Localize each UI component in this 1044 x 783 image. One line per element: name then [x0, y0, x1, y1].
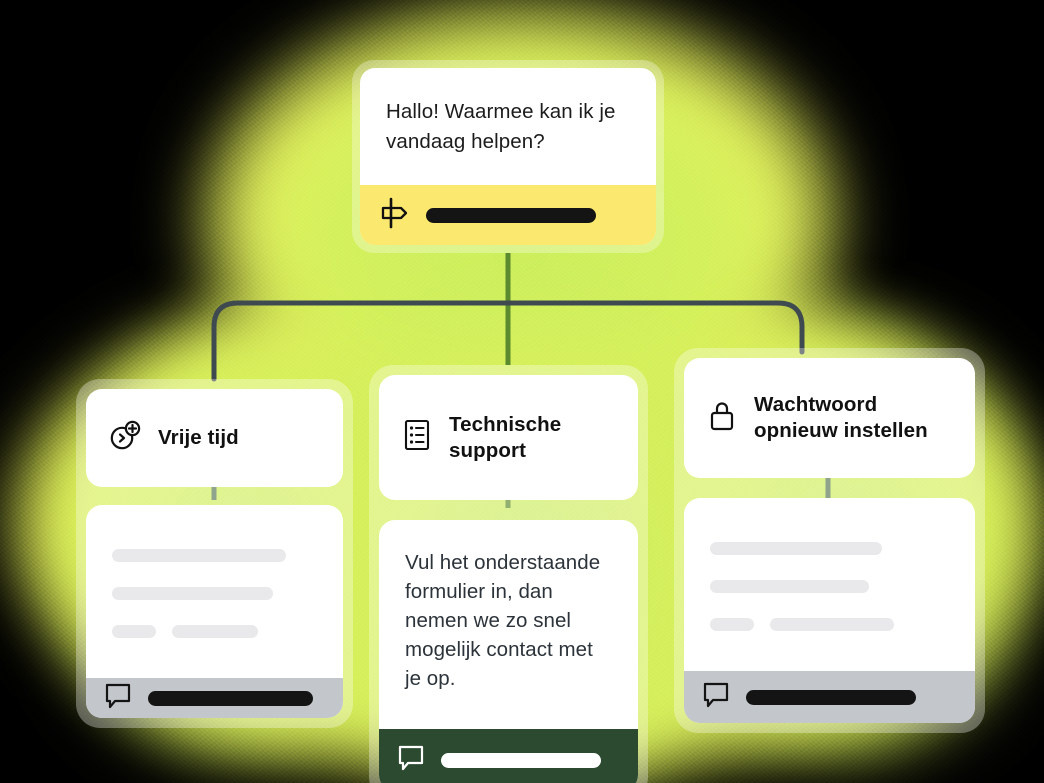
- branch-column-vrije-tijd: Vrije tijd: [76, 379, 353, 728]
- branch-body-vrije-tijd[interactable]: [86, 505, 343, 718]
- branch-label: Technische support: [449, 412, 562, 462]
- padlock-icon: [706, 399, 738, 438]
- skeleton-line: [112, 587, 273, 600]
- branch-header-technische-support[interactable]: Technische support: [379, 375, 638, 500]
- speech-bubble-icon: [397, 744, 425, 777]
- greeting-input-placeholder-bar[interactable]: [426, 207, 596, 223]
- signpost-icon: [380, 197, 410, 234]
- skeleton-line: [710, 580, 869, 593]
- greeting-card-footer[interactable]: [360, 185, 656, 245]
- skeleton-line: [112, 625, 156, 638]
- branch-footer-vrije-tijd[interactable]: [86, 678, 343, 718]
- branch-header-wachtwoord[interactable]: Wachtwoord opnieuw instellen: [684, 358, 975, 478]
- branch-label: Vrije tijd: [158, 426, 239, 450]
- server-rack-icon: [401, 418, 433, 457]
- branch-body-wachtwoord[interactable]: [684, 498, 975, 723]
- branch-column-wachtwoord-opnieuw-instellen: Wachtwoord opnieuw instellen: [674, 348, 985, 733]
- branch-footer-wachtwoord[interactable]: [684, 671, 975, 723]
- branch-column-technische-support: Technische support Vul het onderstaande …: [369, 365, 648, 783]
- branch-label: Wachtwoord opnieuw instellen: [754, 393, 928, 442]
- greeting-card-shell: Hallo! Waarmee kan ik je vandaag helpen?: [352, 60, 664, 253]
- greeting-card[interactable]: Hallo! Waarmee kan ik je vandaag helpen?: [360, 68, 656, 245]
- branch-footer-technische-support[interactable]: [379, 729, 638, 783]
- skeleton-line: [112, 549, 286, 562]
- skeleton-line: [172, 625, 258, 638]
- branch-header-vrije-tijd[interactable]: Vrije tijd: [86, 389, 343, 487]
- skeleton-line: [710, 618, 754, 631]
- greeting-message: Hallo! Waarmee kan ik je vandaag helpen?: [386, 100, 616, 153]
- skeleton-line: [710, 542, 882, 555]
- footer-input-placeholder-bar[interactable]: [441, 752, 601, 768]
- skeleton-line: [770, 618, 894, 631]
- skeleton-placeholder: [86, 505, 343, 678]
- clock-plus-icon: [108, 419, 142, 458]
- branch-body-text: Vul het onderstaande formulier in, dan n…: [405, 551, 601, 691]
- footer-input-placeholder-bar[interactable]: [148, 690, 313, 706]
- speech-bubble-icon: [702, 681, 730, 714]
- branch-body-technische-support[interactable]: Vul het onderstaande formulier in, dan n…: [379, 520, 638, 783]
- footer-input-placeholder-bar[interactable]: [746, 689, 916, 705]
- skeleton-placeholder: [684, 498, 975, 671]
- speech-bubble-icon: [104, 682, 132, 715]
